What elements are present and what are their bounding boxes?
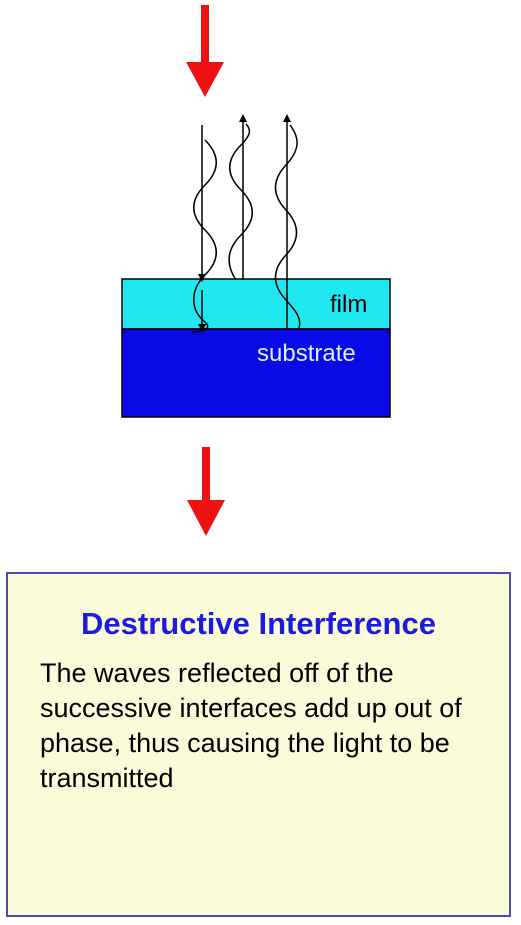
film-label: film [330, 291, 367, 318]
thin-film-diagram: film substrate [121, 5, 391, 536]
film-layer [121, 278, 391, 330]
reflected-wave-1 [228, 114, 253, 281]
incident-wave [191, 125, 217, 333]
explanation-box: Destructive Interference The waves refle… [6, 572, 511, 917]
substrate-label: substrate [257, 340, 356, 367]
explanation-title: Destructive Interference [81, 606, 436, 641]
substrate-layer [121, 328, 391, 418]
incident-light-arrow [186, 5, 224, 97]
reflected-wave-2 [274, 114, 301, 329]
transmitted-light-arrow [187, 447, 225, 536]
explanation-body: The waves reflected off of the successiv… [40, 658, 462, 793]
